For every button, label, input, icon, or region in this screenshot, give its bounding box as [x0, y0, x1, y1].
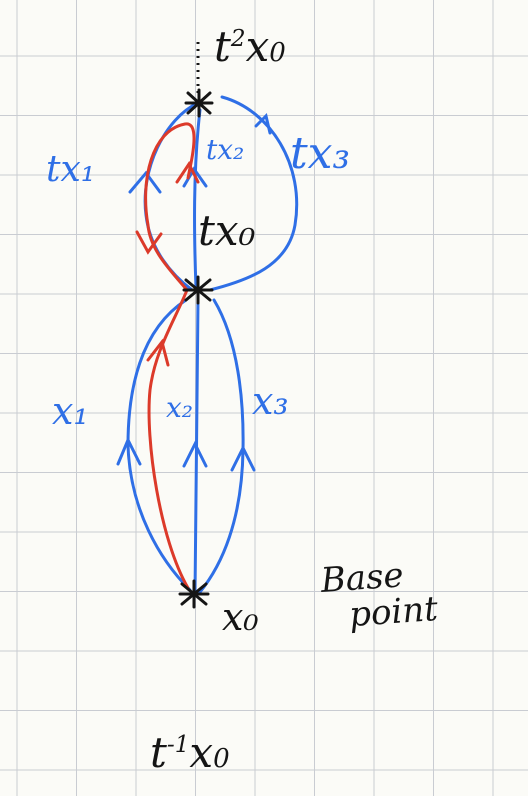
loop-tx3	[208, 95, 299, 292]
label-tx0: tx₀	[198, 206, 256, 255]
label-tinvx0-t: t	[150, 728, 167, 777]
label-tx1: tx₁	[46, 149, 96, 190]
red-curve	[144, 122, 196, 590]
arrow-x1	[116, 436, 142, 466]
label-x0: x₀	[222, 595, 259, 639]
loop-tx2	[193, 108, 202, 290]
label-t2x0-x: x	[245, 22, 270, 71]
loop-x1	[126, 298, 192, 592]
label-t2x0-exp: 2	[230, 26, 246, 52]
vertex-x0-marker	[178, 579, 210, 609]
lower-loops	[116, 298, 256, 597]
label-base-point: Base point	[319, 555, 440, 635]
label-x1: x₁	[52, 389, 89, 433]
vertex-markers	[178, 88, 214, 609]
label-x3: x₃	[252, 379, 289, 423]
label-t2x0-t: t	[214, 22, 231, 71]
arrow-tx3	[254, 113, 272, 135]
label-t2x0-sub: 0	[269, 38, 286, 68]
red-arrow-lower	[146, 338, 170, 367]
red-arrow-left	[135, 230, 163, 255]
red-path	[135, 122, 200, 590]
label-x2: x₂	[166, 391, 194, 424]
vertex-t1x0-marker	[184, 88, 214, 118]
label-tx2: tx₂	[206, 133, 245, 166]
label-t2x0: t2x0	[214, 26, 286, 68]
label-tinvx0-x: x	[189, 728, 214, 777]
label-point: point	[347, 588, 440, 635]
arrow-x2	[182, 440, 208, 468]
label-tx3: tx₃	[290, 128, 351, 179]
arrow-tx2	[182, 166, 208, 188]
arrow-x3	[230, 444, 256, 472]
label-tinvx0-exp: -1	[166, 732, 190, 758]
arrow-tx1	[128, 170, 162, 194]
label-tinvx0: t-1x0	[150, 732, 230, 774]
red-arrow-top	[175, 161, 200, 184]
vertex-tx0-marker	[182, 275, 214, 305]
label-tinvx0-sub: 0	[213, 744, 230, 774]
upper-loops	[128, 95, 299, 292]
loop-x3	[198, 298, 245, 594]
